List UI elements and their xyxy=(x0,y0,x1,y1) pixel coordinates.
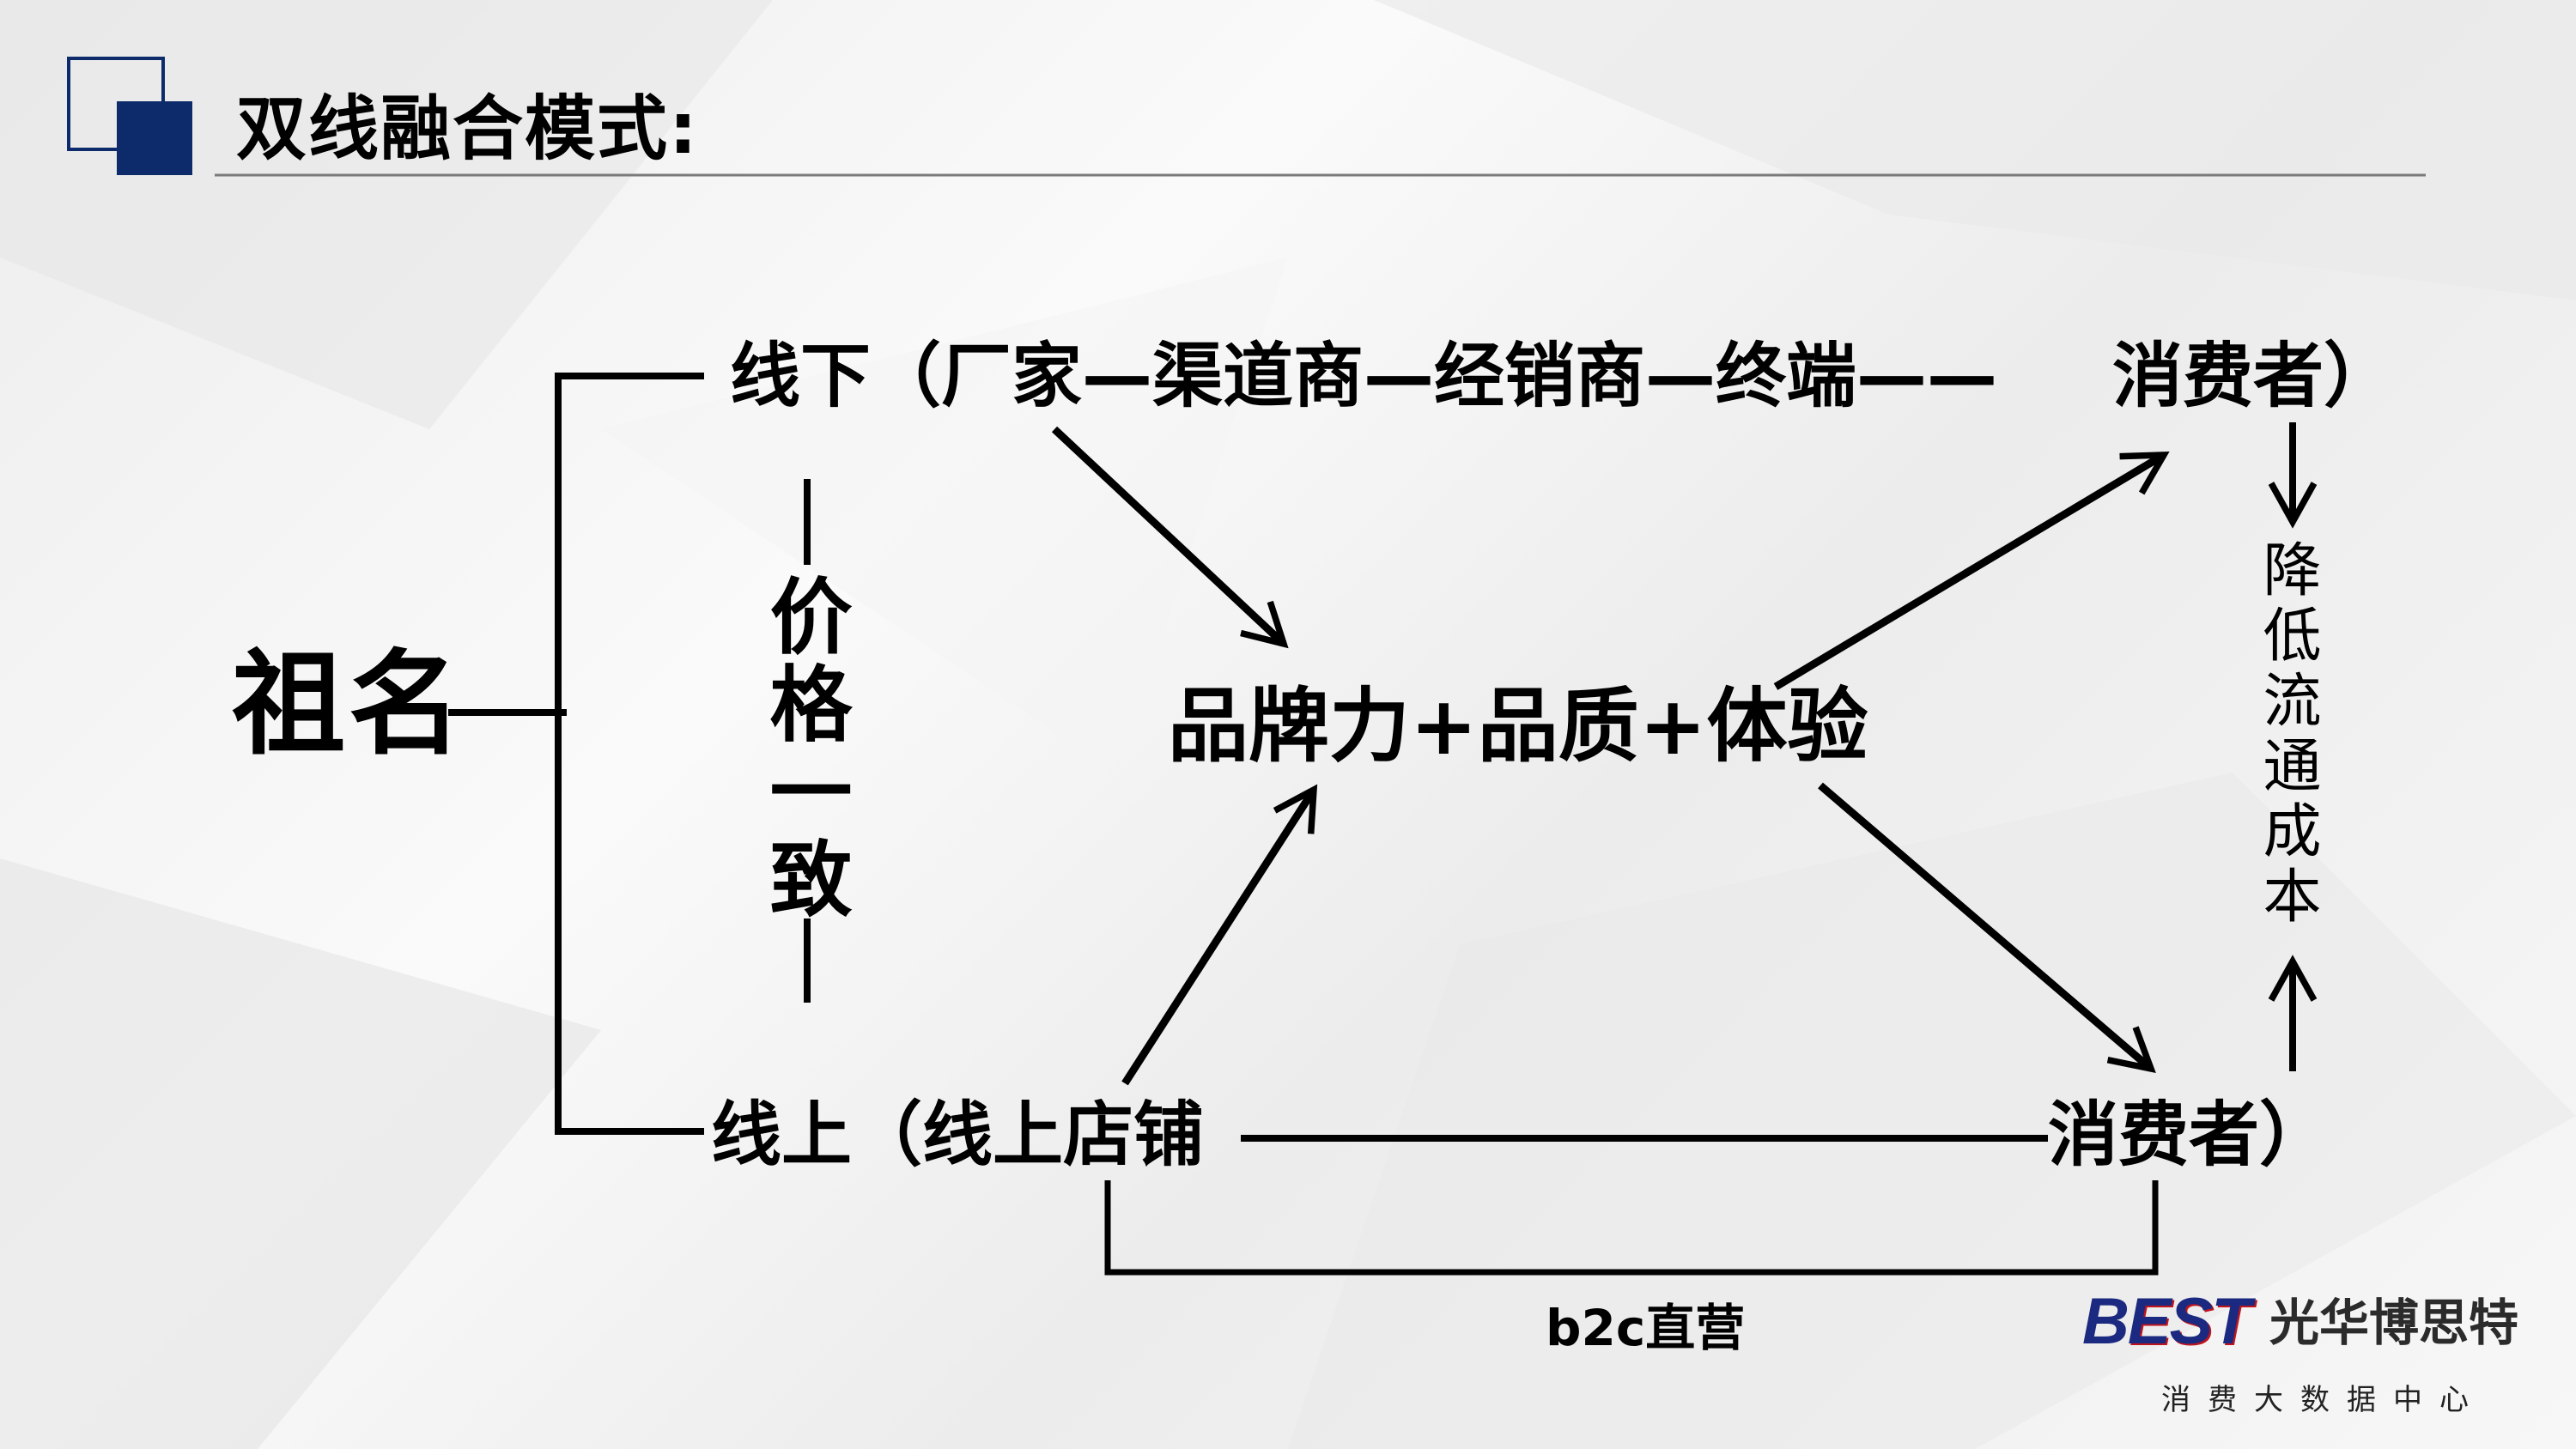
b2c-label: b2c直营 xyxy=(1546,1299,1746,1357)
arrow-online-to-center xyxy=(1121,784,1318,1086)
b2c-bracket xyxy=(1104,1180,2159,1276)
offline-channel-label: 线下（厂家—渠道商—经销商—终端—— xyxy=(730,336,1998,417)
offline-consumer-label: 消费者） xyxy=(2112,336,2395,417)
center-value-label: 品牌力+品质+体验 xyxy=(1168,680,1868,773)
arrow-center-to-offline-consumer xyxy=(1773,452,2170,690)
header-square-filled xyxy=(117,101,192,175)
root-bracket xyxy=(448,373,704,1135)
reduce-cost-label: 降低流通成本 xyxy=(2252,539,2320,931)
online-consumer-label: 消费者） xyxy=(2048,1094,2330,1176)
arrow-offline-to-center xyxy=(1051,426,1289,649)
logo-subtitle: 消费大数据中心 xyxy=(2161,1383,2486,1417)
root-node: 祖名 xyxy=(232,639,465,771)
company-logo: BEST 光华博思特 消费大数据中心 xyxy=(2082,1289,2529,1427)
logo-brand-cn: 光华博思特 xyxy=(2269,1294,2519,1352)
arrow-center-to-online-consumer xyxy=(1818,782,2156,1074)
logo-mark-icon: BEST xyxy=(2082,1285,2251,1358)
price-consistent-label: 价格一致 xyxy=(756,573,852,924)
online-channel-label: 线上（线上店铺 xyxy=(711,1094,1205,1176)
page-title: 双线融合模式: xyxy=(236,88,699,170)
